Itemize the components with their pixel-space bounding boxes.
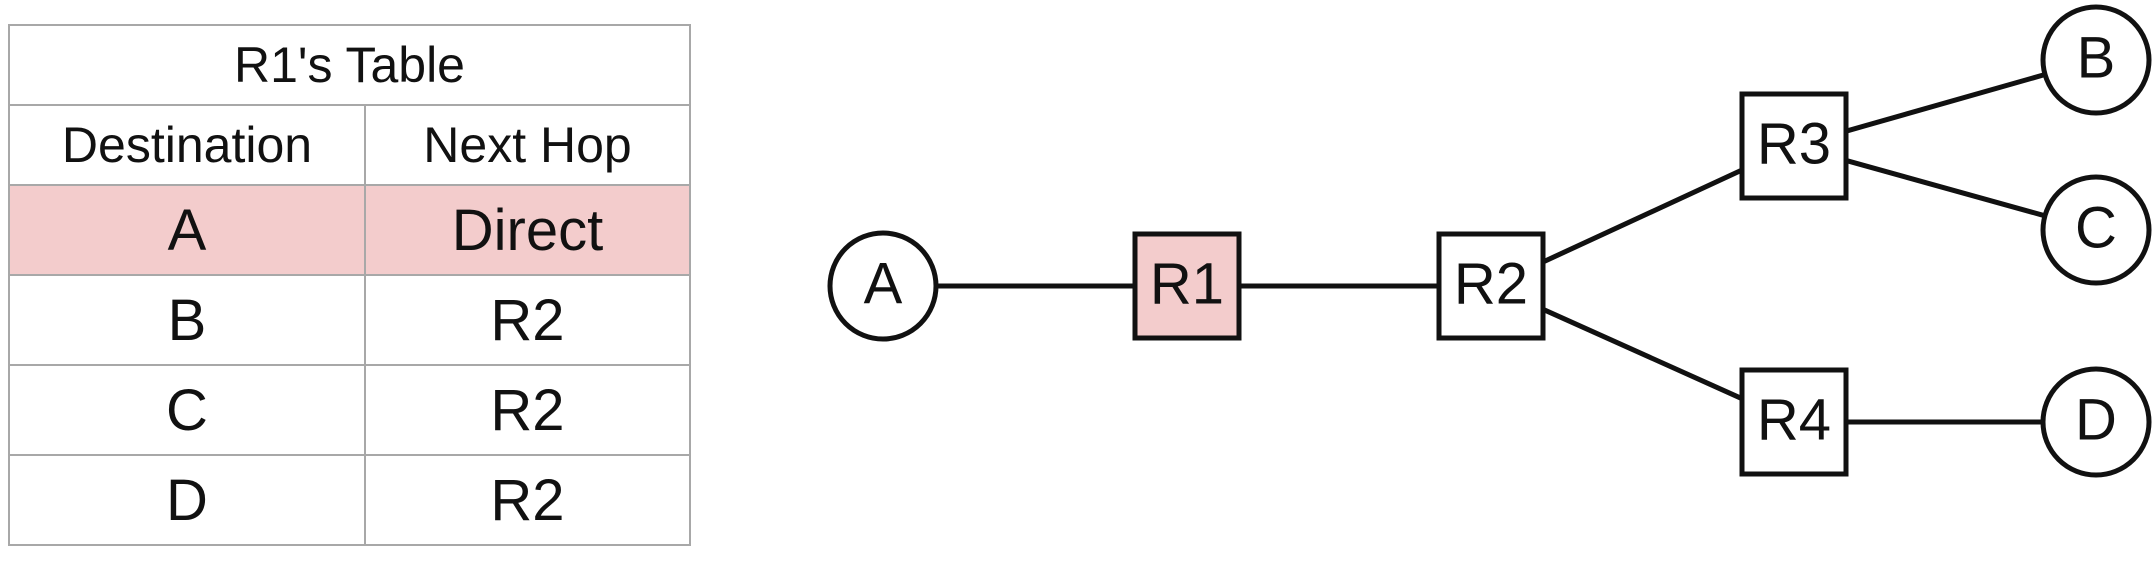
node-label: R3	[1757, 111, 1831, 176]
node-label: C	[2075, 195, 2117, 260]
table-title-row: R1's Table	[8, 24, 691, 106]
table-row: D R2	[8, 454, 691, 546]
link-r2-r4	[1541, 307, 1744, 401]
node-r3: R3	[1739, 91, 1849, 201]
node-label: R4	[1757, 387, 1831, 452]
cell-next-hop: R2	[364, 364, 691, 456]
node-label: D	[2075, 387, 2117, 452]
table-title: R1's Table	[8, 24, 691, 106]
cell-next-hop: R2	[364, 454, 691, 546]
cell-next-hop: Direct	[364, 184, 691, 276]
node-label: R1	[1150, 251, 1224, 316]
node-d: D	[2040, 366, 2152, 478]
links-layer	[936, 72, 2046, 425]
header-destination: Destination	[8, 104, 366, 186]
table-header-row: Destination Next Hop	[8, 104, 691, 186]
node-label: B	[2077, 25, 2116, 90]
link-r3-b	[1845, 72, 2046, 134]
router-box	[1132, 231, 1242, 341]
table-row: B R2	[8, 274, 691, 366]
routing-table: R1's Table Destination Next Hop A Direct…	[8, 24, 691, 546]
cell-destination: D	[8, 454, 366, 546]
router-box	[1739, 367, 1849, 477]
node-c: C	[2040, 174, 2152, 286]
node-b: B	[2040, 4, 2152, 116]
host-circle	[2040, 366, 2152, 478]
cell-destination: C	[8, 364, 366, 456]
header-next-hop: Next Hop	[364, 104, 691, 186]
link-r3-c	[1845, 158, 2046, 219]
table-row: C R2	[8, 364, 691, 456]
node-r4: R4	[1739, 367, 1849, 477]
host-circle	[827, 230, 939, 342]
node-r1: R1	[1132, 231, 1242, 341]
router-box	[1739, 91, 1849, 201]
node-label: A	[864, 251, 903, 316]
link-r2-r3	[1541, 167, 1744, 265]
host-circle	[2040, 4, 2152, 116]
cell-next-hop: R2	[364, 274, 691, 366]
cell-destination: B	[8, 274, 366, 366]
table-row: A Direct	[8, 184, 691, 276]
host-circle	[2040, 174, 2152, 286]
node-a: A	[827, 230, 939, 342]
node-r2: R2	[1436, 231, 1546, 341]
cell-destination: A	[8, 184, 366, 276]
router-box	[1436, 231, 1546, 341]
node-label: R2	[1454, 251, 1528, 316]
